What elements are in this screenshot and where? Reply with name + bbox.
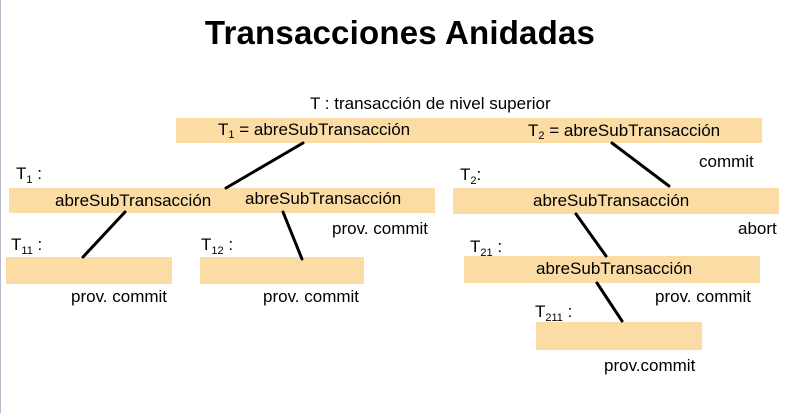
t11-label: T11 : bbox=[11, 235, 43, 257]
edge-top-to-t2 bbox=[610, 141, 671, 188]
edge-top-to-t1 bbox=[224, 141, 305, 190]
t1-left-call: abreSubTransacción bbox=[55, 191, 212, 210]
t1-right-call: abreSubTransacción bbox=[245, 189, 402, 208]
page-title: Transacciones Anidadas bbox=[204, 14, 596, 51]
edge-t1-to-t12 bbox=[281, 210, 304, 261]
t21-label: T21 : bbox=[470, 237, 503, 259]
t211-label: T211 : bbox=[535, 302, 573, 324]
t21-status: prov. commit bbox=[655, 287, 752, 306]
left-border-line bbox=[0, 0, 1, 413]
t11-status: prov. commit bbox=[71, 287, 168, 306]
t1-status: prov. commit bbox=[332, 219, 429, 238]
t12-label: T12 : bbox=[201, 235, 234, 257]
edge-t21-to-t211 bbox=[595, 281, 624, 323]
t211-box bbox=[536, 322, 702, 350]
top-transaction-box bbox=[176, 118, 762, 143]
t11-box bbox=[6, 257, 172, 284]
top-status: commit bbox=[699, 152, 754, 171]
t2-label: T2: bbox=[460, 165, 482, 187]
t12-box bbox=[200, 257, 364, 284]
top-caption: T : transacción de nivel superior bbox=[310, 94, 551, 113]
t1-label: T1 : bbox=[16, 164, 42, 186]
t2-status: abort bbox=[738, 219, 777, 238]
t2-box bbox=[453, 188, 779, 214]
t21-call: abreSubTransacción bbox=[536, 259, 693, 278]
edge-t2-to-t21 bbox=[574, 212, 608, 258]
top-left-call: T1 = abreSubTransacción bbox=[218, 120, 411, 141]
t1-box bbox=[9, 188, 435, 213]
edge-t1-to-t11 bbox=[81, 210, 127, 259]
top-right-call: T2 = abreSubTransacción bbox=[528, 121, 721, 142]
t2-call: abreSubTransacción bbox=[533, 191, 690, 210]
t21-box bbox=[464, 256, 760, 283]
t211-status: prov.commit bbox=[604, 356, 696, 375]
t12-status: prov. commit bbox=[263, 287, 360, 306]
